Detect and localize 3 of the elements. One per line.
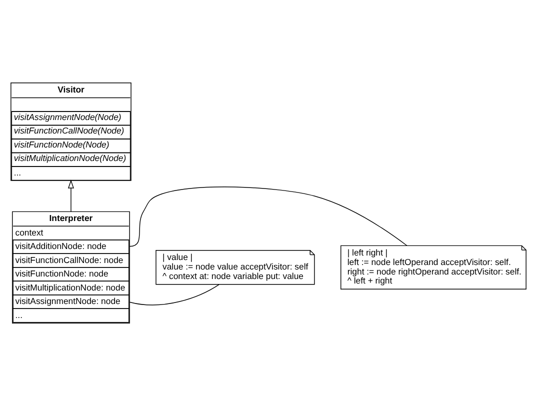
connector (129, 186, 408, 246)
connector (129, 284, 220, 305)
arrow (68, 179, 74, 212)
